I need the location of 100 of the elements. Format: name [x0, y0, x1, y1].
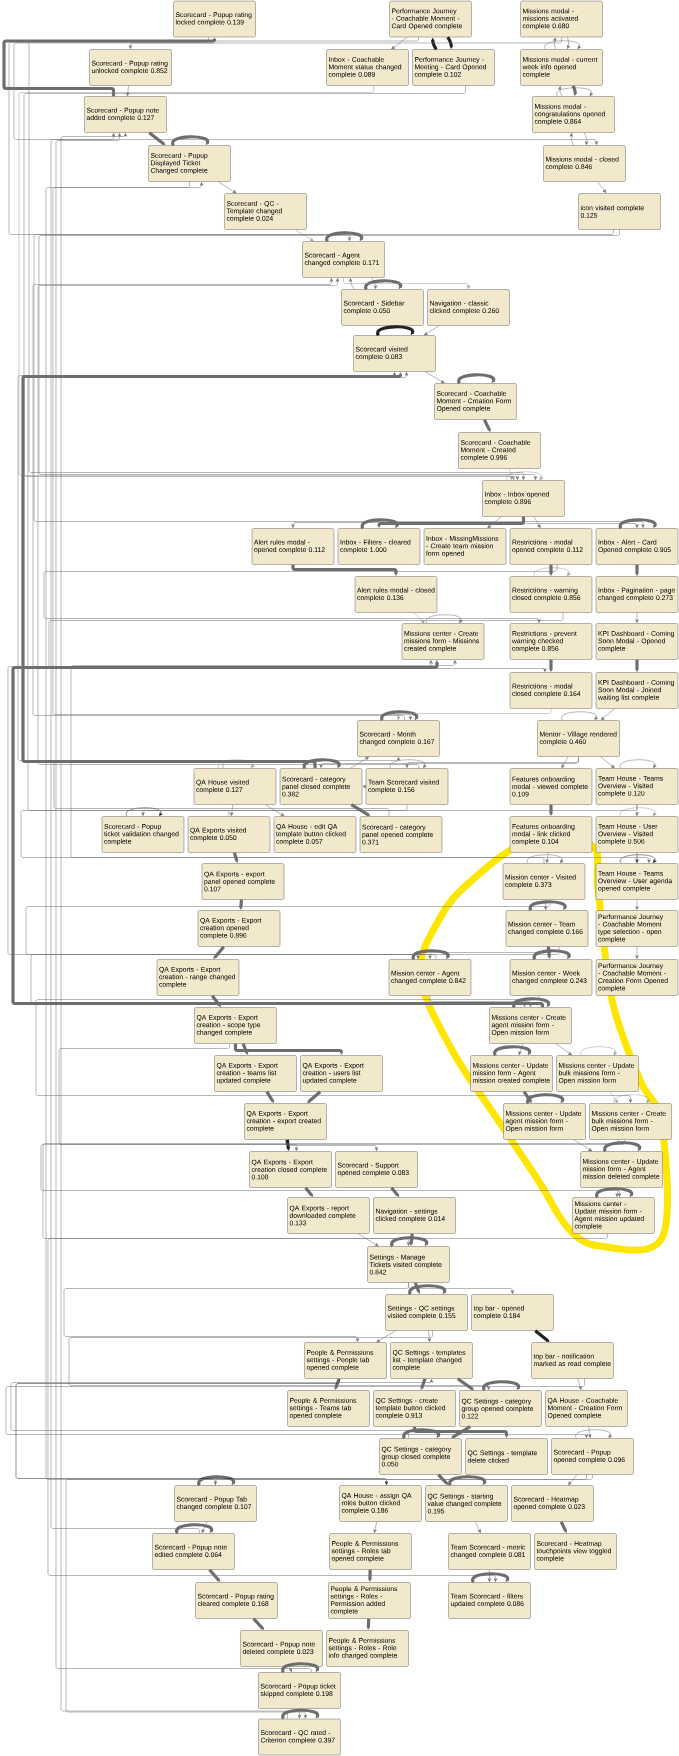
arrow: [595, 1187, 633, 1198]
arrow: [218, 181, 237, 194]
arrow: [148, 131, 166, 146]
arrow: [368, 1569, 372, 1582]
arrow: [580, 1046, 618, 1056]
arrow: [408, 1284, 446, 1295]
arrow: [635, 899, 639, 910]
arrow: [451, 1425, 471, 1439]
arrow: [448, 1475, 486, 1486]
arrow: [411, 949, 450, 960]
arrow: [402, 1428, 440, 1439]
arrow: [613, 1094, 651, 1104]
arrow: [573, 1139, 593, 1152]
arrow: [210, 994, 222, 1007]
arrow: [609, 1091, 618, 1104]
arrow: [35, 995, 633, 1103]
arrow: [482, 1380, 520, 1391]
arrow: [429, 995, 533, 1007]
arrow: [13, 36, 599, 145]
arrow: [413, 612, 425, 624]
arrow: [376, 325, 414, 336]
arrow: [15, 1378, 389, 1485]
arrow: [457, 373, 495, 384]
arrow: [635, 612, 639, 623]
arrow: [307, 1090, 322, 1104]
arrow: [213, 945, 225, 959]
arrow: [635, 946, 639, 959]
arrow: [373, 1521, 377, 1533]
arrow: [588, 1426, 592, 1438]
arrow: [68, 1330, 491, 1390]
arrow: [555, 1043, 572, 1056]
arrow: [265, 1090, 275, 1103]
arrow: [377, 516, 526, 528]
arrow: [141, 804, 408, 816]
arrow: [65, 1474, 587, 1719]
arrow: [390, 1186, 400, 1197]
arrow: [635, 852, 639, 863]
arrow: [63, 1282, 409, 1342]
arrow: [428, 946, 548, 959]
arrow: [47, 1233, 608, 1582]
arrow: [512, 997, 550, 1008]
arrow: [285, 1139, 379, 1151]
arrow: [52, 181, 413, 720]
arrow: [471, 1572, 509, 1583]
arrow: [493, 1045, 531, 1056]
arrow: [58, 1043, 299, 1151]
arrow: [528, 900, 567, 911]
arrow: [523, 516, 639, 528]
arrow: [285, 1139, 290, 1151]
arrow: [552, 37, 556, 50]
arrow: [425, 614, 463, 624]
arrow: [412, 1426, 509, 1438]
arrow: [508, 468, 515, 480]
arrow: [575, 1429, 613, 1439]
arrow: [25, 899, 551, 959]
arrow: [233, 1043, 344, 1055]
arrow: [362, 784, 367, 789]
arrow: [197, 1475, 235, 1486]
arrow: [319, 756, 579, 768]
arrow: [427, 1330, 431, 1342]
arrow: [252, 1617, 265, 1630]
arrow: [230, 804, 234, 816]
arrow: [549, 659, 553, 672]
arrow: [482, 419, 491, 432]
arrow: [45, 182, 216, 1486]
arrow: [456, 1377, 474, 1391]
arrow: [618, 518, 657, 529]
arrow: [561, 711, 599, 721]
arrow: [371, 277, 378, 289]
arrow: [545, 852, 549, 863]
arrow: [11, 660, 545, 1009]
arrow: [424, 325, 440, 336]
arrow: [600, 708, 616, 721]
arrow: [391, 36, 408, 50]
arrow: [364, 279, 402, 290]
arrow: [48, 612, 564, 672]
arrow: [171, 135, 209, 146]
arrow: [420, 1378, 427, 1390]
arrow: [304, 1186, 314, 1197]
arrow: [600, 756, 615, 769]
arrow: [232, 852, 239, 863]
arrow: [506, 471, 544, 481]
arrow: [526, 1093, 564, 1104]
arrow: [53, 757, 401, 817]
arrow: [217, 759, 255, 769]
arrow: [40, 1139, 625, 1197]
arrow: [281, 1662, 319, 1673]
arrow: [413, 1282, 421, 1294]
arrow: [343, 277, 471, 289]
arrow: [348, 278, 355, 290]
arrow: [291, 564, 398, 576]
arrow: [597, 181, 607, 194]
arrow: [487, 516, 502, 529]
arrow: [474, 1521, 481, 1533]
arrow: [376, 1330, 397, 1343]
arrow: [603, 1141, 641, 1152]
arrow: [126, 85, 130, 96]
arrow: [2, 37, 217, 97]
arrow: [350, 803, 371, 817]
arrow: [389, 759, 427, 769]
